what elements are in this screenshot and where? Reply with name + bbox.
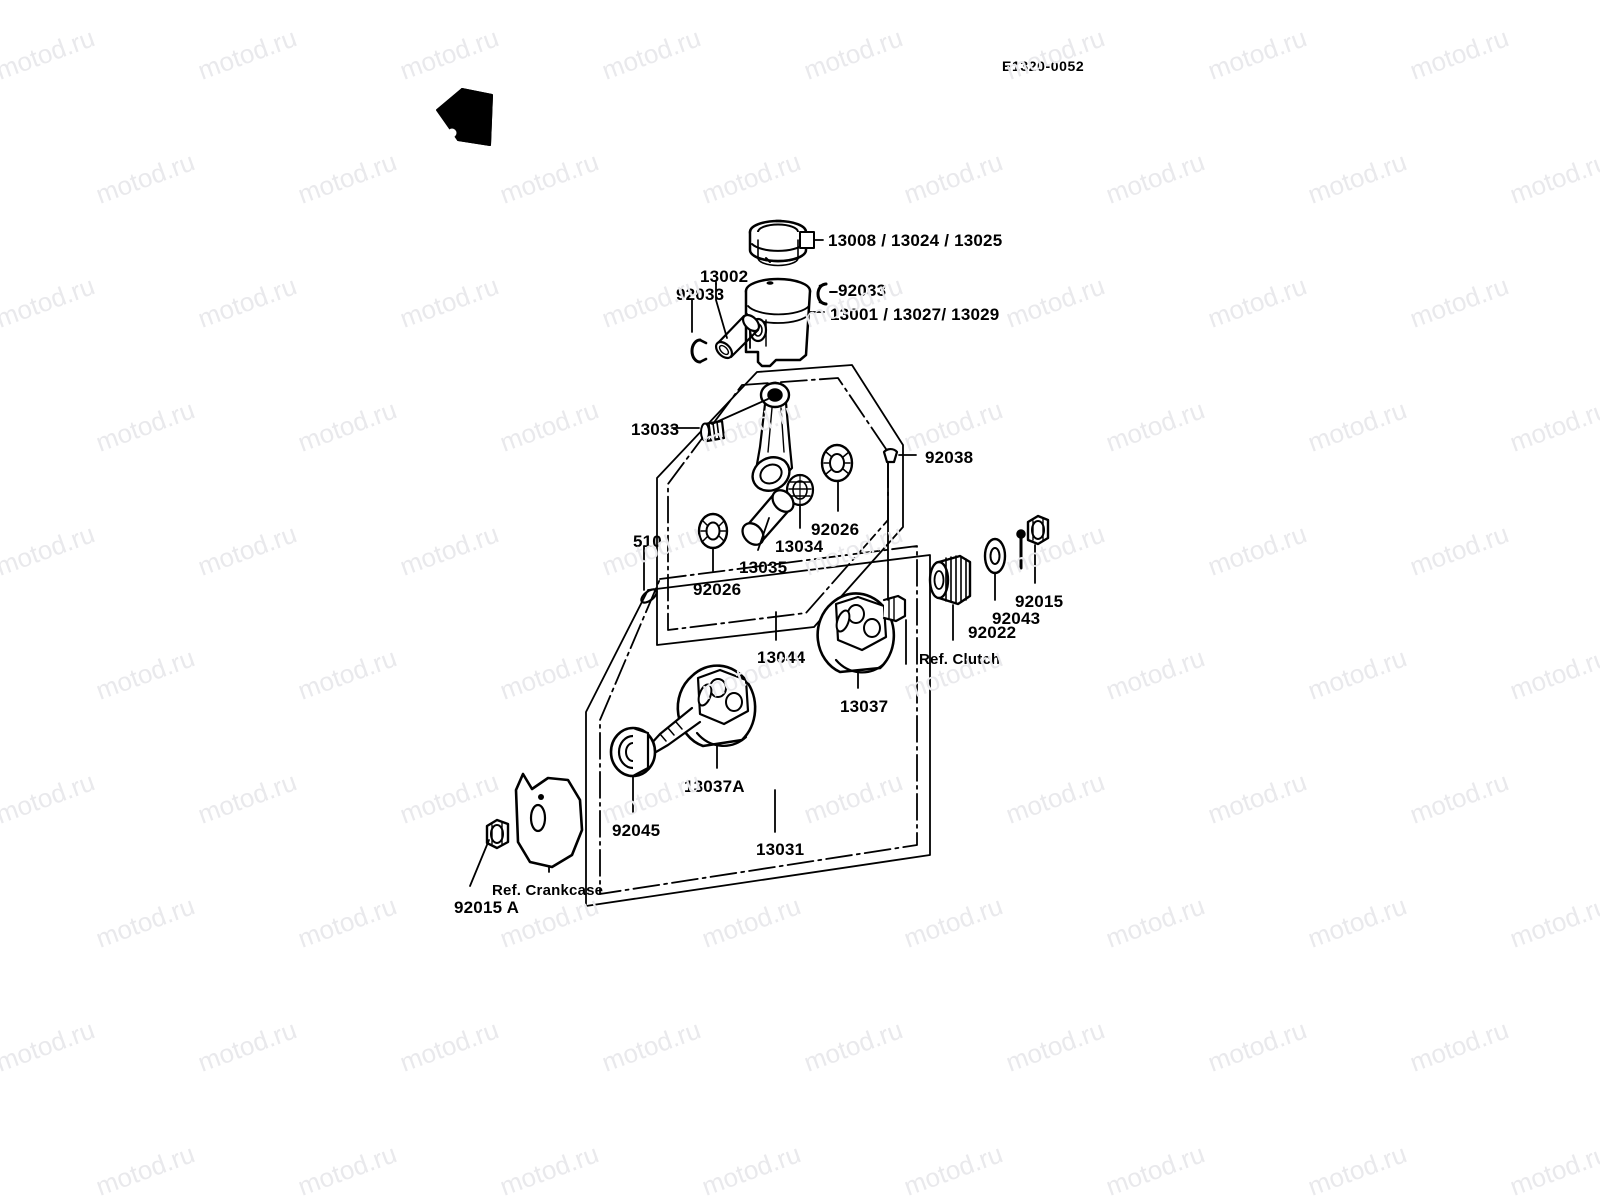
callout-crankshaft: 13031 (756, 840, 805, 859)
crank-pin-part (741, 489, 795, 546)
callout-ref-crankcase: Ref. Crankcase (492, 882, 604, 899)
callout-crank-pin-b: 13035 (739, 558, 788, 577)
pin-92015-part (1016, 529, 1026, 570)
thrust-washer-right-part (820, 443, 854, 483)
callout-nut-92015: 92015 (1015, 592, 1064, 611)
callout-piston: 13001 / 13027/ 13029 (830, 305, 1000, 324)
woodruff-key-part (882, 448, 899, 464)
callout-big-end-brg: 92026 (811, 520, 860, 539)
callout-crank-web-r: 13037 (840, 697, 889, 716)
circlip-right-part (816, 282, 828, 306)
callout-woodruff-key: 92038 (925, 448, 974, 467)
callout-ref-clutch: Ref. Clutch (919, 651, 1001, 668)
callout-seal-92015a: 92015 A (454, 898, 520, 917)
callout-crank-web-l: 13037A (684, 777, 745, 796)
callout-circlip-left: 92033 (676, 285, 725, 304)
callout-pin-92043: 92043 (992, 609, 1041, 628)
crankpin-bearing-part (785, 473, 815, 507)
connecting-rod-part (751, 381, 794, 492)
piston-ring-set-part (748, 219, 815, 267)
crankcase-cover-part (514, 772, 584, 869)
callout-thrust-washer: 92026 (693, 580, 742, 599)
diagram-code: E1320-0052 (1002, 58, 1085, 74)
conrod-assembly-envelope (656, 364, 904, 646)
leader-lines (469, 239, 1036, 887)
nut-92015-part (1026, 514, 1050, 546)
piston-pin-part (714, 313, 761, 360)
crankshaft-assembly-envelope (585, 545, 931, 907)
callout-shim: 510 (633, 532, 662, 551)
washer-92043-part (983, 537, 1007, 575)
crank-web-left-part (648, 664, 757, 754)
callout-circlip-right: 92033 (838, 281, 887, 300)
callout-crank-pin: 13034 (775, 537, 824, 556)
primary-gear-part (928, 554, 972, 606)
piston-part (744, 277, 812, 368)
crank-web-right-part (816, 592, 907, 674)
callout-crank-assy: 13044 (757, 648, 806, 667)
callout-gear-92022: 92022 (968, 623, 1017, 642)
thrust-washer-left-part (697, 512, 729, 550)
callout-piston-pin: 13002 (700, 267, 749, 286)
callout-small-end-brg: 13033 (631, 420, 680, 439)
main-bearing-part (609, 726, 657, 778)
small-end-bearing-part (700, 419, 726, 443)
callout-bearing-92045: 92045 (612, 821, 661, 840)
callout-ring-set: 13008 / 13024 / 13025 (828, 231, 1003, 250)
front-arrow-marker (436, 88, 493, 146)
circlip-left-part (690, 338, 708, 364)
